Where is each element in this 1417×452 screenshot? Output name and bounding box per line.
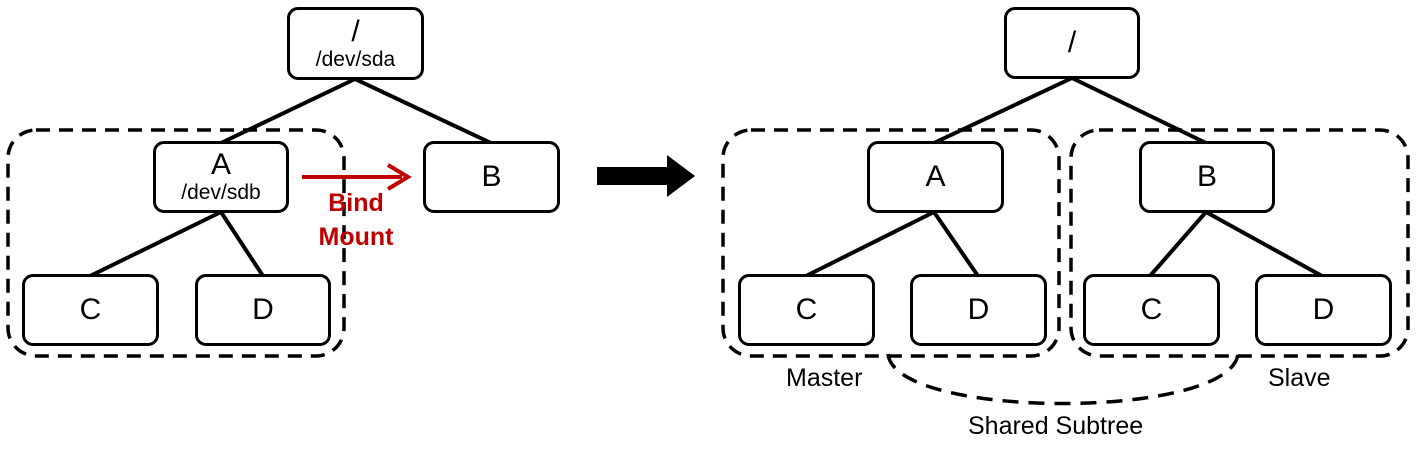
left-node-d-label: D — [252, 293, 274, 326]
right-node-a: A — [867, 141, 1004, 213]
edge-r-a-d — [932, 210, 980, 278]
left-root-label: / — [351, 14, 360, 48]
right-master-node-c: C — [738, 274, 875, 346]
edge-root-b — [354, 77, 492, 145]
right-node-b-label: B — [1196, 160, 1217, 193]
left-node-b: B — [423, 141, 560, 213]
edge-r-b-c — [1148, 210, 1208, 278]
bind-mount-label: Bind Mount — [300, 186, 412, 254]
left-node-a: A /dev/sdb — [153, 141, 289, 213]
slave-label: Slave — [1268, 364, 1331, 392]
bind-mount-arrowhead — [386, 163, 412, 191]
bind-mount-line2: Mount — [318, 223, 394, 251]
transition-arrow — [597, 155, 695, 197]
right-node-b: B — [1139, 141, 1275, 213]
left-node-c-label: C — [79, 293, 102, 326]
master-dashed-box — [721, 128, 1061, 358]
left-subtree-dashed-box — [6, 128, 346, 358]
right-root-node: / — [1004, 7, 1140, 79]
left-node-d: D — [195, 274, 331, 346]
right-master-node-d: D — [910, 274, 1047, 346]
shared-subtree-label: Shared Subtree — [968, 412, 1144, 440]
edge-a-c — [89, 210, 222, 278]
master-label: Master — [786, 364, 863, 392]
right-root-label: / — [1067, 26, 1077, 59]
left-root-device: /dev/sda — [315, 47, 396, 71]
left-node-b-label: B — [481, 160, 502, 193]
left-root-node: / /dev/sda — [287, 7, 424, 80]
edge-r-root-b — [1071, 76, 1207, 145]
edge-r-b-d — [1205, 210, 1323, 278]
right-slave-c-label: C — [1140, 293, 1163, 326]
right-slave-node-c: C — [1083, 274, 1220, 346]
left-node-a-device: /dev/sdb — [181, 181, 261, 204]
right-slave-node-d: D — [1255, 274, 1392, 346]
right-slave-d-label: D — [1312, 293, 1335, 326]
right-node-a-label: A — [925, 160, 946, 193]
shared-subtree-curve — [886, 353, 1240, 406]
slave-dashed-box — [1069, 128, 1410, 358]
edge-r-a-c — [805, 210, 935, 278]
bind-mount-line1: Bind — [328, 189, 384, 217]
edge-root-a — [220, 77, 356, 145]
left-node-c: C — [22, 274, 159, 346]
edge-r-root-a — [933, 76, 1073, 145]
edge-a-d — [219, 210, 265, 278]
right-master-c-label: C — [795, 293, 818, 326]
left-node-a-label: A — [210, 148, 231, 181]
right-master-d-label: D — [967, 293, 990, 326]
